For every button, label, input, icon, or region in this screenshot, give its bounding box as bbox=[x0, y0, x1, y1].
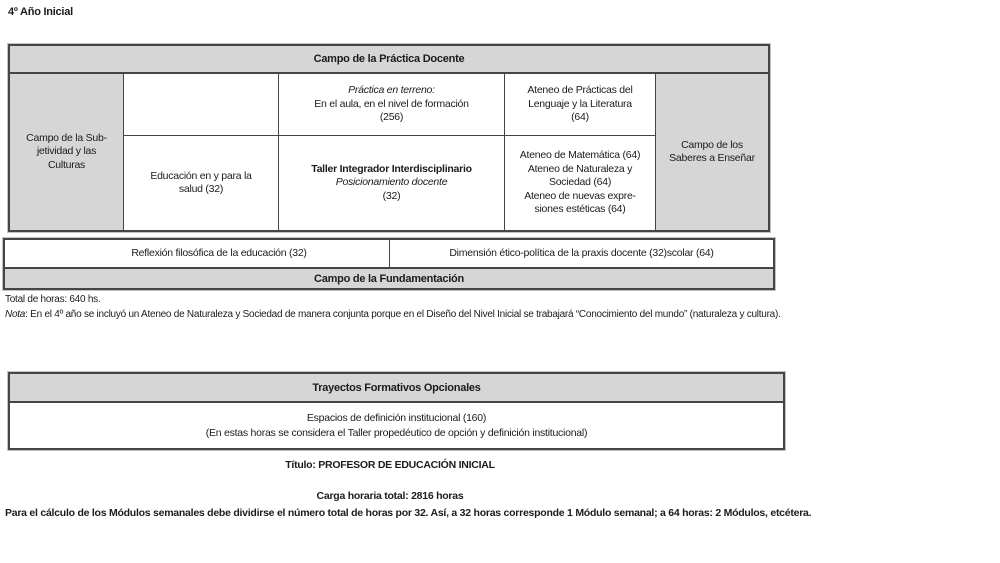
cell-practica-terreno: Práctica en terreno: En el aula, en el n… bbox=[279, 74, 505, 136]
fundamentacion-row: Reflexión filosófica de la educación (32… bbox=[5, 240, 773, 267]
fundamentacion-table-header: Campo de la Fundamentación bbox=[5, 267, 773, 288]
cell-reflexion-filosofica: Reflexión filosófica de la educación (32… bbox=[5, 240, 390, 267]
note-nota: Nota: En el 4º año se incluyó un Ateneo … bbox=[5, 308, 781, 323]
footer-carga-horaria: Carga horaria total: 2816 horas bbox=[316, 490, 464, 502]
footer-calculo-modulos: Para el cálculo de los Módulos semanales… bbox=[5, 507, 812, 519]
taller-integrador-hours: (32) bbox=[382, 189, 401, 202]
practica-docente-table: Campo de la Práctica Docente Campo de la… bbox=[8, 44, 770, 232]
note-nota-text: : En el 4º año se incluyó un Ateneo de N… bbox=[25, 308, 781, 320]
practica-table-header: Campo de la Práctica Docente bbox=[10, 46, 768, 74]
trayectos-table-body: Espacios de definición institucional (16… bbox=[10, 403, 783, 448]
cell-dimension-etico-politica: Dimensión ético-política de la praxis do… bbox=[449, 246, 714, 259]
trayectos-table: Trayectos Formativos Opcionales Espacios… bbox=[8, 372, 785, 450]
note-total-horas: Total de horas: 640 hs. bbox=[5, 294, 101, 305]
fundamentacion-table: Reflexión filosófica de la educación (32… bbox=[3, 238, 775, 290]
practica-terreno-hours: (256) bbox=[379, 111, 404, 124]
practica-terreno-title: Práctica en terreno: bbox=[348, 84, 435, 97]
trayectos-table-header: Trayectos Formativos Opcionales bbox=[10, 374, 783, 403]
note-nota-label: Nota bbox=[5, 308, 26, 320]
trayectos-line2: (En estas horas se considera el Taller p… bbox=[205, 426, 588, 439]
cell-taller-integrador: Taller Integrador Interdisciplinario Pos… bbox=[279, 136, 505, 230]
taller-integrador-subtitle: Posicionamiento docente bbox=[335, 176, 448, 189]
footer-titulo: Título: PROFESOR DE EDUCACIÓN INICIAL bbox=[285, 459, 495, 471]
cell-empty bbox=[124, 74, 279, 136]
cell-ateneo-lenguaje: Ateneo de Prácticas del Lenguaje y la Li… bbox=[505, 74, 656, 136]
practica-terreno-line2: En el aula, en el nivel de formación bbox=[314, 97, 469, 110]
practica-table-body: Campo de la Sub- jetividad y las Cultura… bbox=[10, 74, 768, 230]
cell-saberes-ensenar: Campo de los Saberes a Enseñar bbox=[656, 74, 768, 230]
cell-educacion-salud: Educación en y para la salud (32) bbox=[124, 136, 279, 230]
doc-title: 4º Año Inicial bbox=[8, 6, 73, 18]
cell-subjetividad-culturas: Campo de la Sub- jetividad y las Cultura… bbox=[10, 74, 124, 230]
cell-ateneos-varios: Ateneo de Matemática (64) Ateneo de Natu… bbox=[505, 136, 656, 230]
trayectos-line1: Espacios de definición institucional (16… bbox=[306, 411, 487, 424]
taller-integrador-title: Taller Integrador Interdisciplinario bbox=[311, 162, 472, 175]
notes-block: Total de horas: 640 hs. Nota: En el 4º a… bbox=[5, 293, 781, 322]
